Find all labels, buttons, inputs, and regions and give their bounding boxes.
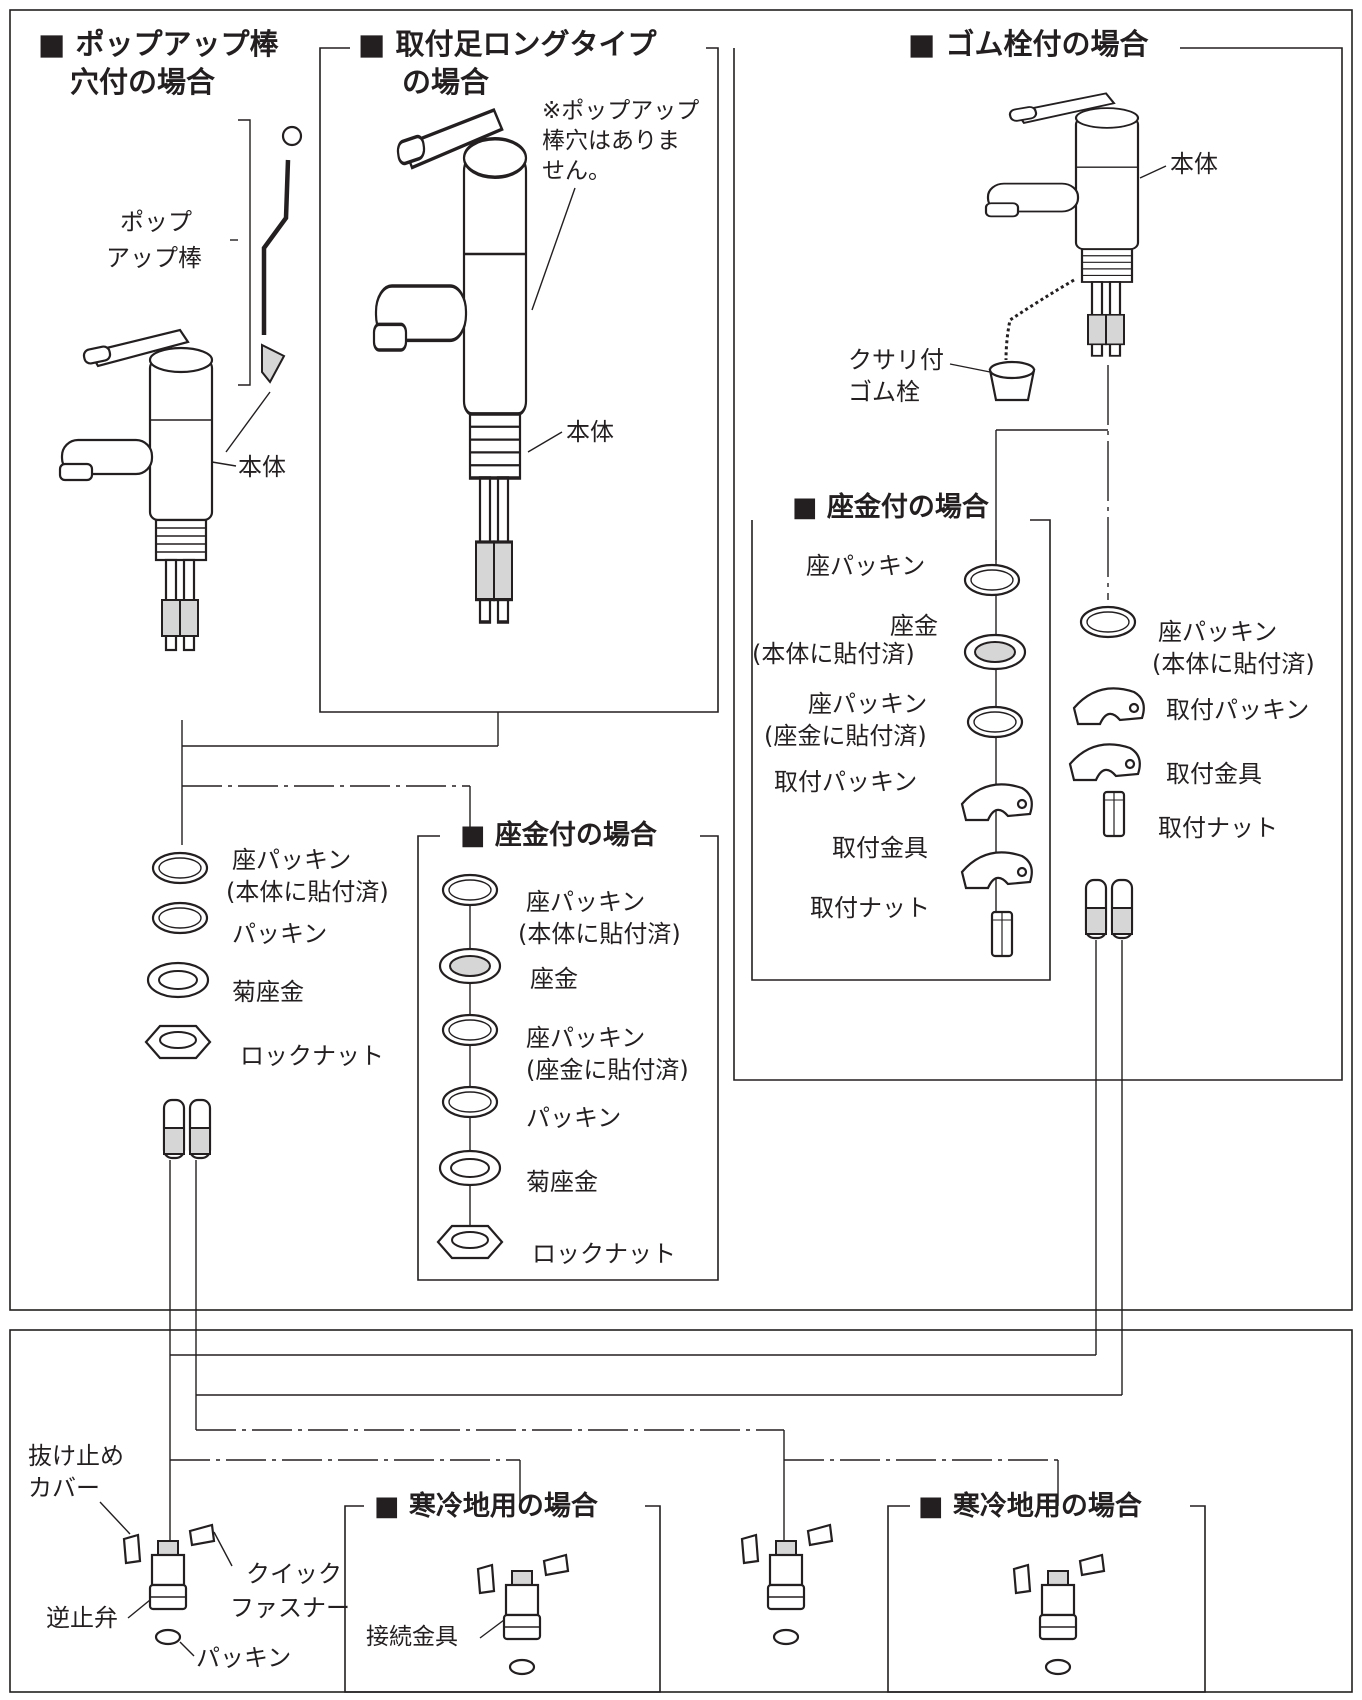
seat-packing-label-2: 座パッキン bbox=[526, 888, 645, 916]
long-title-line2: の場合 bbox=[402, 65, 489, 99]
note-line2: 棒穴はありま bbox=[542, 128, 680, 154]
seat-packing-label-1: 座パッキン bbox=[232, 846, 351, 874]
check-valve-icon bbox=[740, 1523, 834, 1646]
body-label-1: 本体 bbox=[238, 453, 286, 481]
faucet-icon bbox=[984, 92, 1140, 357]
lock-nut-label-1: ロックナット bbox=[240, 1042, 384, 1070]
check-valve-label: 逆止弁 bbox=[46, 1604, 118, 1632]
mount-nut-label-2: 取付ナット bbox=[1158, 814, 1278, 842]
washer-label-1: 座金 bbox=[530, 965, 578, 993]
washer-left-title: ■ 座金付の場合 bbox=[460, 819, 657, 851]
washer-box-right bbox=[751, 519, 1051, 981]
faucet-icon bbox=[372, 108, 528, 624]
long-type-box bbox=[319, 47, 719, 713]
seat-packing-label-3: 座パッキン bbox=[526, 1024, 645, 1052]
popup-title-line2: 穴付の場合 bbox=[70, 65, 215, 99]
mount-bracket-label-1: 取付金具 bbox=[832, 834, 928, 862]
cold-title-2: ■ 寒冷地用の場合 bbox=[918, 1490, 1142, 1522]
packing-label-2: パッキン bbox=[526, 1104, 621, 1132]
chain-plug-icon bbox=[988, 278, 1075, 402]
cover-label-1: 抜け止め bbox=[28, 1442, 124, 1470]
check-valve-icon bbox=[122, 1523, 216, 1646]
rubber-title: ■ ゴム栓付の場合 bbox=[908, 27, 1149, 61]
connector-lines bbox=[181, 365, 1109, 845]
washer-attached-label-2: (座金に貼付済) bbox=[764, 722, 927, 750]
seat-packing-label-4: 座パッキン bbox=[806, 552, 925, 580]
quick-label-1: クイック bbox=[246, 1560, 342, 1588]
body-label-2: 本体 bbox=[566, 418, 614, 446]
left-stack bbox=[144, 851, 212, 1160]
washer-right-stack bbox=[960, 540, 1033, 958]
washer-label-2: 座金 bbox=[890, 612, 938, 640]
kiku-label-2: 菊座金 bbox=[526, 1168, 598, 1196]
kiku-label-1: 菊座金 bbox=[232, 978, 304, 1006]
supply-lines bbox=[169, 940, 1123, 1560]
body-label-3: 本体 bbox=[1170, 150, 1218, 178]
popup-rod-label-1: ポップ bbox=[120, 208, 192, 236]
cold-box-1 bbox=[344, 1505, 661, 1693]
washer-attached-label-1: (座金に貼付済) bbox=[526, 1056, 689, 1084]
washer-left-stack bbox=[436, 873, 504, 1260]
check-valve-icon bbox=[1012, 1553, 1106, 1676]
note-line3: せん。 bbox=[542, 158, 611, 184]
body-attached-label-1: (本体に貼付済) bbox=[226, 878, 389, 906]
cold-box-2 bbox=[887, 1505, 1206, 1693]
body-attached-label-4: (本体に貼付済) bbox=[1152, 650, 1315, 678]
upper-frame bbox=[9, 9, 1353, 1311]
washer-box-left bbox=[417, 835, 719, 1281]
packing-label-1: パッキン bbox=[232, 920, 327, 948]
washer-right-title: ■ 座金付の場合 bbox=[792, 491, 989, 523]
packing-label-3: パッキン bbox=[196, 1644, 291, 1672]
popup-title-line1: ■ ポップアップ棒 bbox=[38, 27, 279, 61]
body-attached-label-2: (本体に貼付済) bbox=[518, 920, 681, 948]
connector-label: 接続金具 bbox=[366, 1624, 458, 1650]
seat-packing-label-6: 座パッキン bbox=[1158, 618, 1277, 646]
lower-frame bbox=[9, 1329, 1353, 1693]
check-valve-icon bbox=[476, 1553, 570, 1676]
faucet-icon bbox=[58, 328, 214, 652]
mount-bracket-label-2: 取付金具 bbox=[1166, 760, 1262, 788]
mount-nut-label-1: 取付ナット bbox=[810, 894, 930, 922]
long-title-line1: ■ 取付足ロングタイプ bbox=[358, 27, 657, 61]
popup-rod-icon bbox=[225, 119, 303, 453]
quick-label-2: ファスナー bbox=[230, 1594, 350, 1622]
lock-nut-label-2: ロックナット bbox=[532, 1240, 676, 1268]
mount-packing-label-1: 取付パッキン bbox=[774, 768, 917, 796]
cold-title-1: ■ 寒冷地用の場合 bbox=[374, 1490, 598, 1522]
seat-packing-label-5: 座パッキン bbox=[808, 690, 927, 718]
chain-label-2: ゴム栓 bbox=[848, 378, 920, 406]
rubber-right-stack bbox=[1068, 605, 1145, 940]
cover-label-2: カバー bbox=[28, 1474, 100, 1502]
body-attached-label-3: (本体に貼付済) bbox=[752, 640, 915, 668]
rubber-plug-box bbox=[733, 47, 1343, 1081]
chain-label-1: クサリ付 bbox=[848, 346, 944, 374]
note-line1: ※ポップアップ bbox=[542, 98, 699, 124]
popup-rod-label-2: アップ棒 bbox=[106, 244, 202, 272]
mount-packing-label-2: 取付パッキン bbox=[1166, 696, 1309, 724]
